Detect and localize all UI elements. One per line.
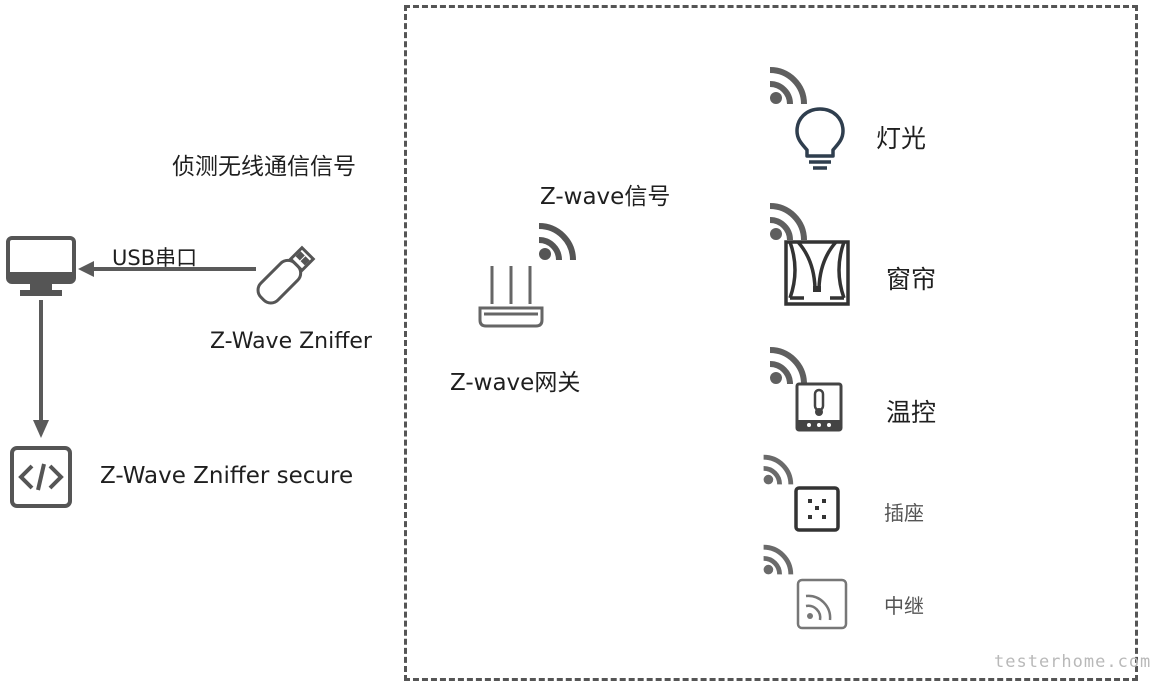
zwave-signal-label: Z-wave信号 xyxy=(540,184,671,210)
zwave-network-boundary xyxy=(404,5,1138,681)
device-label-curtain: 窗帘 xyxy=(886,265,937,294)
wifi-signal-icon xyxy=(769,67,807,105)
code-icon xyxy=(10,446,72,508)
light-bulb-icon xyxy=(795,107,845,170)
monitor-icon xyxy=(6,236,76,296)
gateway-label: Z-wave网关 xyxy=(450,370,581,396)
device-label-thermostat: 温控 xyxy=(886,398,937,427)
usb-serial-arrow xyxy=(78,261,256,277)
thermostat-icon xyxy=(795,382,843,432)
detect-signal-label: 侦测无线通信信号 xyxy=(172,154,356,180)
repeater-icon xyxy=(796,578,848,630)
usb-serial-label: USB串口 xyxy=(112,246,198,270)
down-arrow xyxy=(33,300,49,438)
wifi-signal-icon xyxy=(769,347,807,385)
device-label-socket: 插座 xyxy=(884,501,924,525)
router-icon xyxy=(478,266,544,328)
curtain-icon xyxy=(784,240,850,306)
watermark: testerhome.com xyxy=(994,652,1152,672)
sniffer-secure-label: Z-Wave Zniffer secure xyxy=(100,463,354,489)
wifi-signal-icon xyxy=(763,454,794,485)
wifi-signal-icon xyxy=(538,223,576,261)
device-label-light: 灯光 xyxy=(876,124,927,153)
device-label-repeater: 中继 xyxy=(884,594,924,618)
wifi-signal-icon xyxy=(769,203,807,241)
sniffer-label: Z-Wave Zniffer xyxy=(210,329,372,354)
usb-stick-icon xyxy=(256,245,316,305)
socket-icon xyxy=(794,486,840,532)
wifi-signal-icon xyxy=(763,544,794,575)
